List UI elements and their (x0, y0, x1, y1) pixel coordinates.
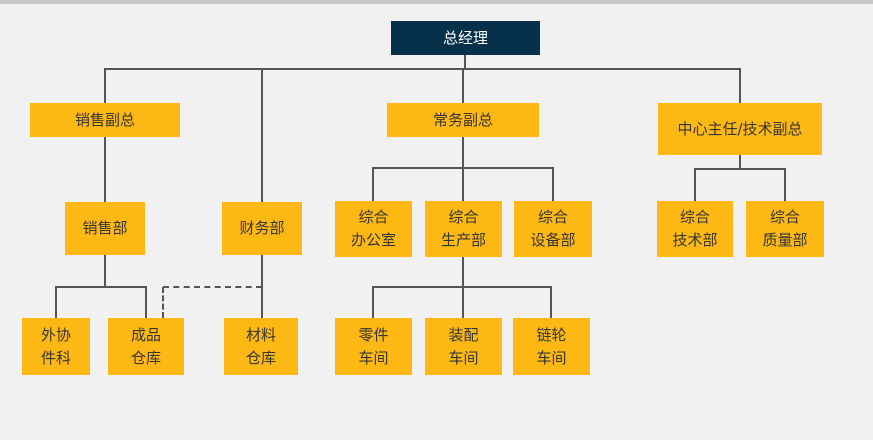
node-label: 生产部 (440, 231, 486, 249)
connector-line (784, 168, 786, 201)
node-label: 装配 (448, 325, 479, 344)
connector-line (694, 168, 696, 201)
connector-line (261, 68, 263, 202)
node-label: 销售部 (82, 219, 128, 237)
node-label: 销售副总 (74, 110, 135, 129)
node-label: 综合 (358, 208, 389, 226)
connector-line (462, 68, 464, 103)
connector-line (550, 286, 552, 318)
connector-line (739, 68, 741, 103)
node-finished-warehouse: 成品 仓库 (108, 318, 184, 375)
node-label: 综合 (679, 208, 710, 226)
node-label: 常务副总 (432, 110, 493, 129)
connector-line (464, 55, 466, 68)
connector-line (372, 286, 374, 318)
node-external-parts: 外协 件科 (22, 318, 90, 375)
connector-line (739, 155, 741, 168)
node-label: 成品 (130, 325, 161, 344)
connector-line (104, 255, 106, 286)
node-label: 车间 (358, 348, 389, 367)
node-label: 仓库 (245, 348, 276, 367)
connector-line (104, 68, 741, 70)
node-assembly-workshop: 装配 车间 (425, 318, 502, 375)
node-sales-dept: 销售部 (65, 202, 145, 255)
node-label: 综合 (537, 208, 568, 226)
node-label: 零件 (358, 325, 389, 344)
node-sprocket-workshop: 链轮 车间 (513, 318, 590, 375)
node-general-manager: 总经理 (391, 21, 540, 55)
node-sales-vp: 销售副总 (30, 103, 180, 137)
node-label: 办公室 (350, 231, 396, 249)
node-label: 综合 (769, 208, 800, 226)
node-quality-dept: 综合 质量部 (746, 201, 824, 257)
node-label: 设备部 (530, 231, 576, 249)
node-label: 总经理 (442, 28, 488, 47)
bottom-divider (0, 0, 873, 4)
node-equipment-dept: 综合 设备部 (514, 201, 592, 257)
connector-line (462, 286, 464, 318)
node-label: 材料 (245, 325, 276, 344)
node-label: 中心主任/技术副总 (677, 119, 803, 138)
connector-line (145, 286, 147, 318)
connector-line (552, 167, 554, 201)
connector-line (55, 286, 147, 288)
node-label: 车间 (536, 348, 567, 367)
node-label: 链轮 (536, 325, 567, 344)
node-material-warehouse: 材料 仓库 (224, 318, 298, 375)
connector-line (55, 286, 57, 318)
dashed-connector-line (163, 286, 262, 288)
node-tech-dept: 综合 技术部 (657, 201, 733, 257)
connector-line (694, 168, 786, 170)
node-label: 外协 (40, 325, 71, 344)
node-executive-vp: 常务副总 (387, 103, 539, 137)
connector-line (104, 68, 106, 103)
node-general-office: 综合 办公室 (335, 201, 412, 257)
node-finance-dept: 财务部 (222, 202, 302, 255)
node-label: 财务部 (239, 219, 285, 237)
node-label: 件科 (40, 348, 71, 367)
connector-line (462, 167, 464, 201)
node-label: 质量部 (762, 231, 808, 249)
connector-line (372, 167, 374, 201)
node-label: 综合 (448, 208, 479, 226)
connector-line (462, 137, 464, 167)
node-label: 仓库 (130, 348, 161, 367)
connector-line (462, 257, 464, 286)
connector-line (261, 255, 263, 318)
node-center-director: 中心主任/技术副总 (658, 103, 822, 155)
node-production-dept: 综合 生产部 (425, 201, 502, 257)
connector-line (104, 137, 106, 202)
node-parts-workshop: 零件 车间 (335, 318, 412, 375)
dashed-connector-line (162, 287, 164, 318)
node-label: 车间 (448, 348, 479, 367)
node-label: 技术部 (672, 231, 718, 249)
